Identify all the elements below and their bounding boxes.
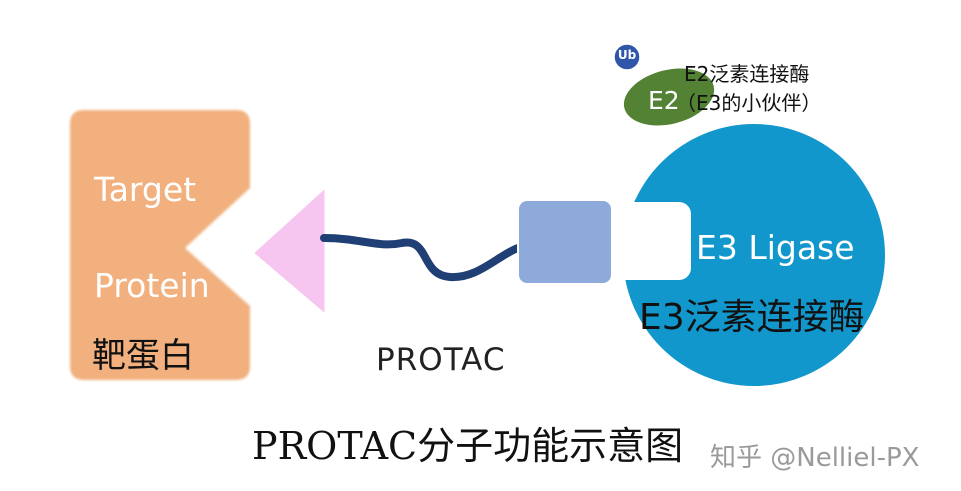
e3-label-en: E3 Ligase <box>696 228 855 267</box>
e3-ligand-square <box>517 199 613 285</box>
e2-ellipse <box>623 68 715 126</box>
protac-label: PROTAC <box>376 342 506 378</box>
target-label-line2: Protein <box>94 266 210 305</box>
e3-binding-pocket <box>603 202 691 280</box>
e2-partner-note: （E3的小伙伴） <box>676 91 822 115</box>
target-label-cn: 靶蛋白 <box>92 336 194 376</box>
target-label-line1: Target <box>94 170 197 209</box>
figure-caption: PROTAC分子功能示意图 <box>252 424 684 468</box>
target-protein-shape <box>70 110 250 380</box>
ub-circle <box>613 43 641 71</box>
e3-ligase-circle <box>623 124 885 386</box>
watermark: 知乎 @Nelliel-PX <box>710 443 920 473</box>
e2-label-cn: E2泛素连接酶 <box>684 62 810 86</box>
protac-linker <box>320 234 528 282</box>
ub-label: Ub <box>617 48 637 62</box>
e2-label: E2 <box>648 86 680 115</box>
protac-warhead-triangle <box>249 182 328 320</box>
e3-label-cn: E3泛素连接酶 <box>639 297 865 338</box>
